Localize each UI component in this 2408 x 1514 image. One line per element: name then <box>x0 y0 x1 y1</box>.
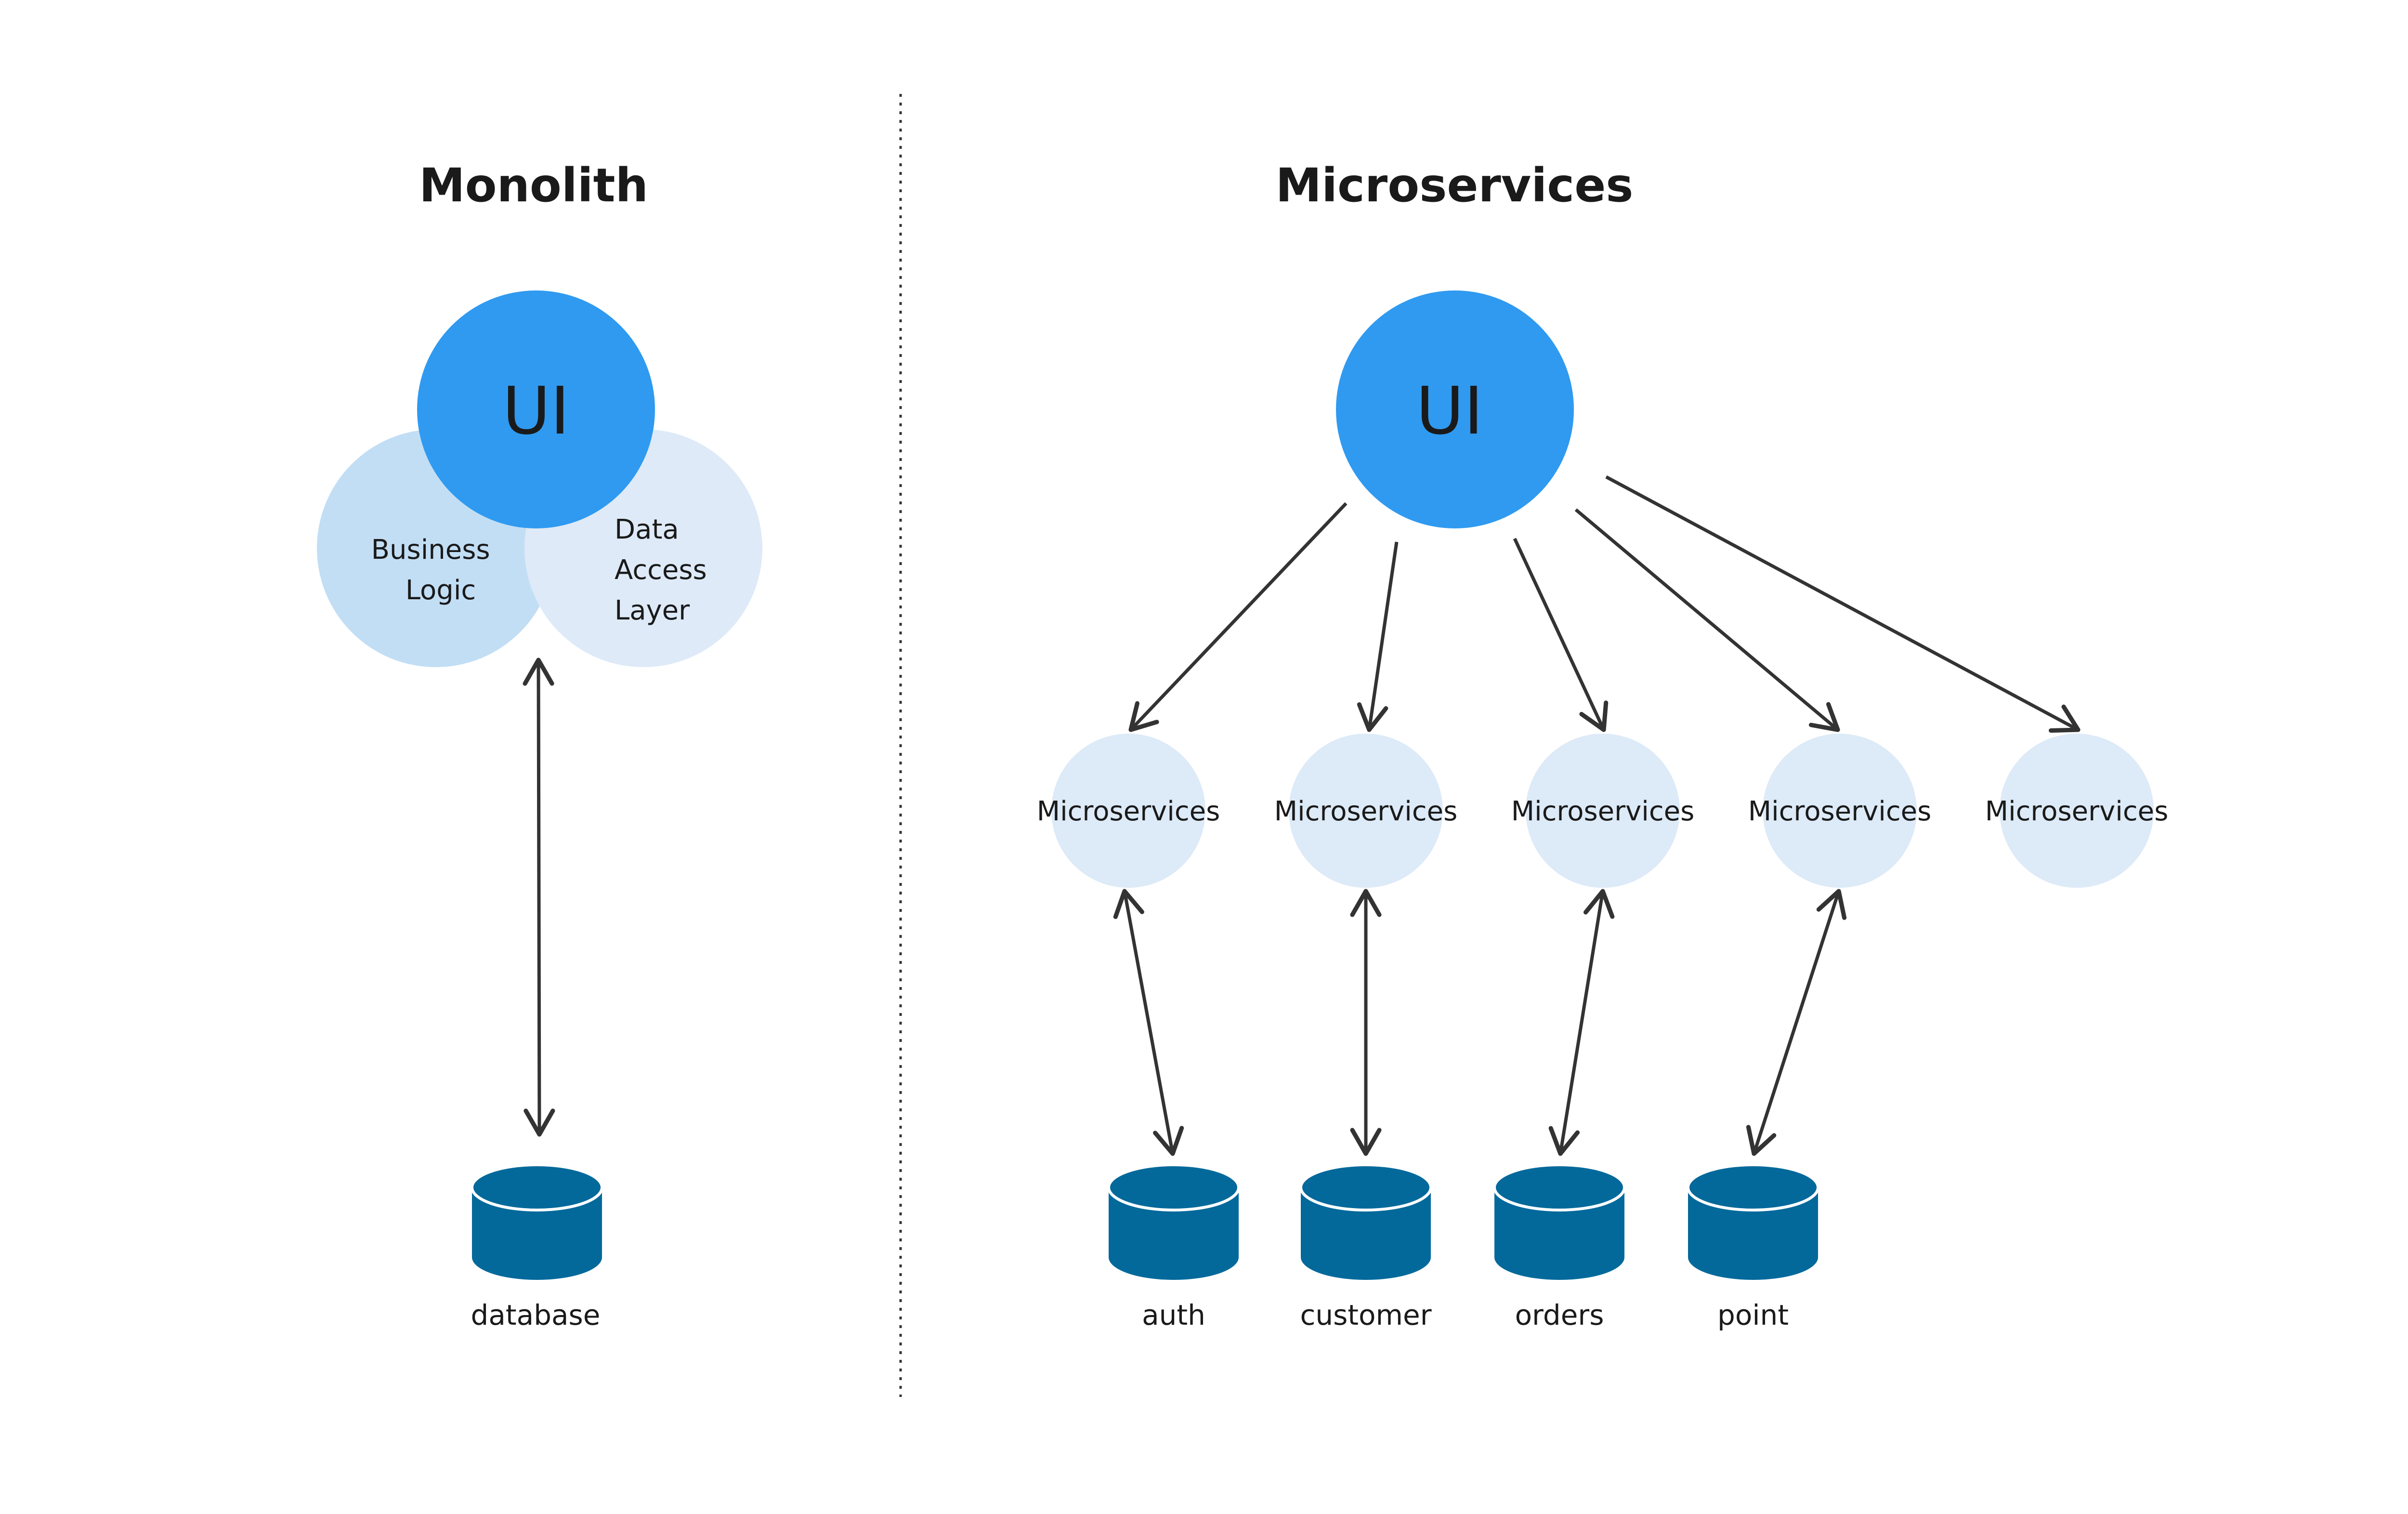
database-label: orders <box>1515 1299 1604 1331</box>
ui-to-service-arrows <box>1128 475 2081 733</box>
database-icon <box>1687 1163 1819 1280</box>
service-to-db-arrows <box>1113 889 1847 1156</box>
monolith-ui-circle <box>417 290 655 528</box>
service-db-arrow-auth <box>1113 889 1184 1156</box>
db-auth: auth <box>1107 1163 1240 1331</box>
database-label: point <box>1717 1299 1789 1331</box>
database-icon <box>471 1163 603 1280</box>
database-icon <box>1107 1163 1240 1280</box>
service-label: Microservices <box>1037 796 1220 827</box>
service-label: Microservices <box>1748 796 1932 827</box>
db-orders: orders <box>1493 1163 1626 1331</box>
data-access-layer-label: Data Access Layer <box>615 514 716 626</box>
service-label: Microservices <box>1511 796 1695 827</box>
ui-to-service-arrow-1 <box>1128 502 1348 732</box>
microservices-title: Microservices <box>1276 158 1634 212</box>
microservices-ui-label: UI <box>1416 373 1483 449</box>
database-label: auth <box>1142 1299 1205 1331</box>
microservices-ui: UI <box>1336 290 1574 528</box>
db-customer: customer <box>1299 1163 1432 1331</box>
monolith-ui-label: UI <box>502 373 570 449</box>
ui-to-service-arrow-3 <box>1513 538 1609 732</box>
ui-to-service-arrow-4 <box>1574 508 1840 732</box>
database-icon <box>1299 1163 1432 1280</box>
db-point: point <box>1687 1163 1819 1331</box>
database-label: database <box>471 1299 601 1331</box>
service-label: Microservices <box>1985 796 2169 827</box>
database-label: customer <box>1300 1299 1431 1331</box>
monolith-title: Monolith <box>419 158 648 212</box>
microservices-ui-circle <box>1336 290 1574 528</box>
service-circle <box>1289 734 1443 888</box>
ui-to-service-arrow-2 <box>1357 541 1399 732</box>
database-icon <box>1493 1163 1626 1280</box>
service-db-arrow-orders <box>1548 889 1615 1156</box>
service-circle <box>1051 734 1205 888</box>
service-4: Microservices <box>1748 734 1932 888</box>
service-circle <box>1763 734 1917 888</box>
monolith-database: database <box>471 1163 603 1331</box>
service-3: Microservices <box>1511 734 1695 888</box>
service-5: Microservices <box>1985 734 2169 888</box>
monolith-db-arrow <box>523 658 555 1137</box>
monolith-cluster: UI Business Logic Data Access Layer <box>317 290 762 667</box>
service-label: Microservices <box>1274 796 1458 827</box>
service-2: Microservices <box>1274 734 1458 888</box>
business-logic-label: Business Logic <box>371 534 499 606</box>
ui-to-service-arrow-5 <box>1605 475 2081 733</box>
service-circle <box>1526 734 1680 888</box>
service-circle <box>2000 734 2154 888</box>
service-1: Microservices <box>1037 734 1220 888</box>
service-db-arrow-point <box>1746 889 1847 1156</box>
